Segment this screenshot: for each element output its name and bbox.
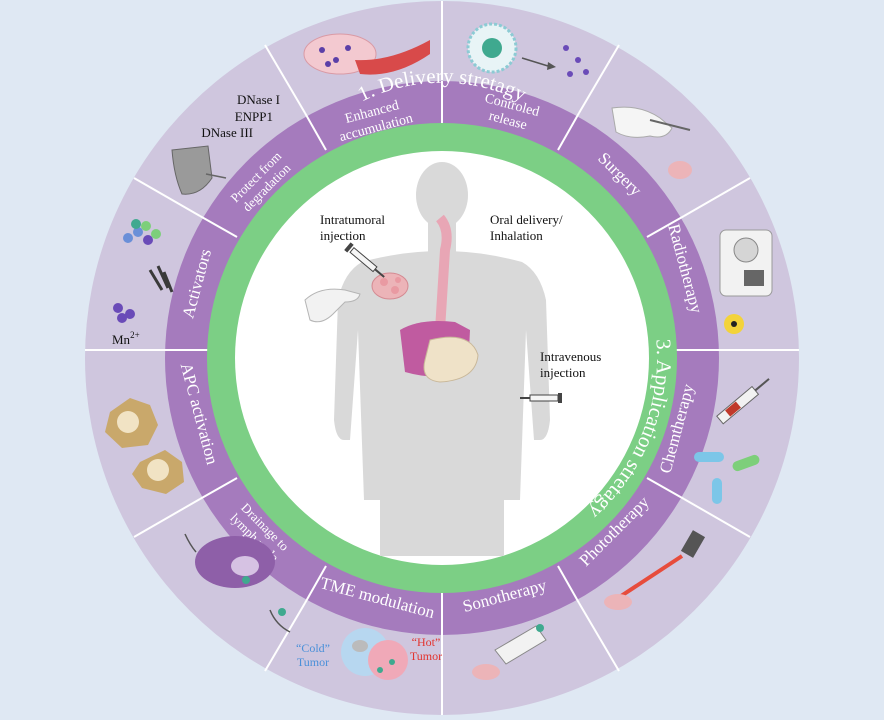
shield-icon — [171, 145, 227, 195]
chemotherapy-icon — [694, 378, 770, 504]
label-line: injection — [540, 365, 586, 380]
tissue-accumulation-icon — [303, 33, 430, 75]
cold-tumor-label: “Cold” Tumor — [296, 641, 330, 669]
label-oral-delivery: Oral delivery/ Inhalation — [490, 212, 563, 243]
nanoparticle-icon — [466, 22, 589, 77]
apc-cell-icon — [105, 398, 184, 494]
syringe-icon — [520, 393, 562, 403]
activator-molecules-icon — [113, 219, 174, 323]
label-line: “Cold” — [296, 641, 330, 655]
digestive-organs — [400, 214, 479, 383]
tumor-icon — [371, 272, 409, 300]
label-line: “Hot” — [412, 635, 441, 649]
surgery-hand-icon — [611, 106, 692, 179]
laser-icon — [604, 530, 706, 610]
label-line: Intratumoral — [320, 212, 385, 227]
lymph-node-cell-icon — [184, 533, 291, 633]
outer-ring-dividers — [85, 1, 799, 715]
label-intratumoral: Intratumoral injection — [320, 212, 385, 243]
purple-ring-dividers — [165, 81, 719, 635]
label-intravenous: Intravenous injection — [540, 349, 601, 380]
label-enzymes: DNase I ENPP1 DNase III — [201, 92, 280, 140]
cold-hot-tumor-icon — [341, 628, 408, 680]
radiotherapy-machine-icon — [719, 229, 773, 334]
label-line: Inhalation — [490, 228, 543, 243]
label-line: Intravenous — [540, 349, 601, 364]
label-line: ENPP1 — [235, 109, 273, 124]
syringe-icon — [344, 242, 385, 278]
hot-tumor-label: “Hot” Tumor — [410, 635, 442, 663]
hand-icon — [304, 288, 361, 323]
ultrasound-probe-icon — [472, 624, 547, 680]
label-line: Tumor — [410, 649, 442, 663]
label-line: DNase III — [201, 125, 253, 140]
label-mn: Mn2+ — [112, 330, 140, 347]
label-line: Oral delivery/ — [490, 212, 563, 227]
label-line: DNase I — [237, 92, 280, 107]
label-line: Tumor — [297, 655, 329, 669]
label-line: injection — [320, 228, 366, 243]
